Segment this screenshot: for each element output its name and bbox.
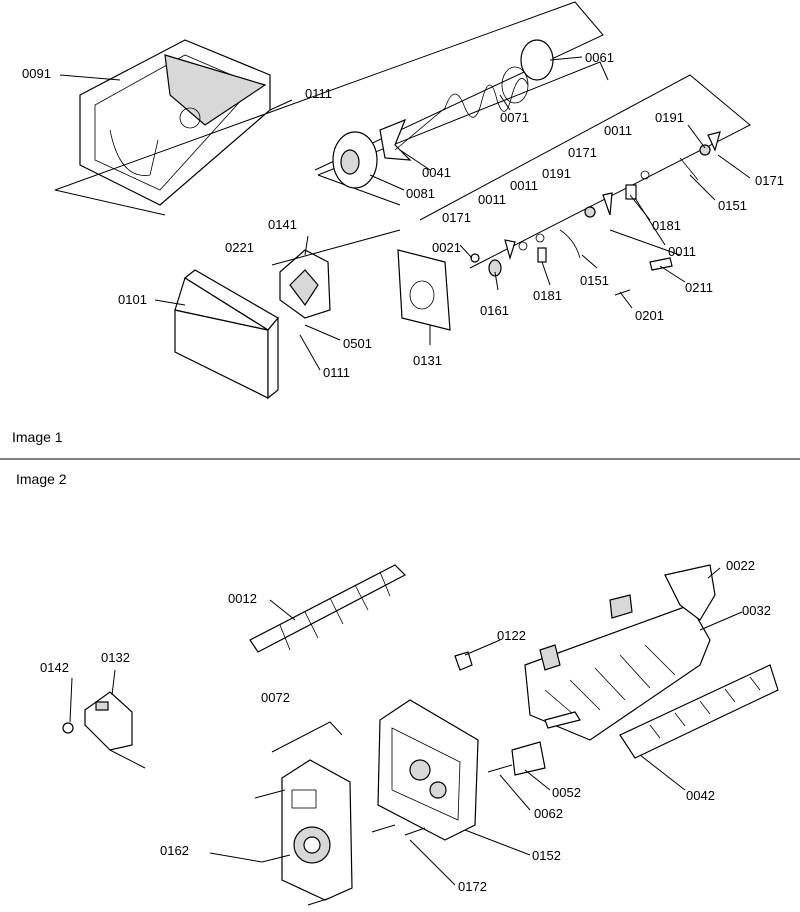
callouts-image1: 0091 0111 0061 0071 0041 0081 0191 0011 … xyxy=(22,50,784,380)
group-bracket xyxy=(271,721,343,753)
callouts-image2: 0022 0012 0032 0122 0142 0132 0072 0052 … xyxy=(40,558,771,894)
callout-0042: 0042 xyxy=(686,788,715,803)
auger-wheel xyxy=(332,118,412,189)
callout-0131: 0131 xyxy=(413,353,442,368)
assembly-plane-1 xyxy=(54,1,604,191)
callout-0221: 0221 xyxy=(225,240,254,255)
callout-0191: 0191 xyxy=(655,110,684,125)
ejector-blade xyxy=(249,564,407,653)
callout-0011: 0011 xyxy=(510,178,538,193)
callout-0172: 0172 xyxy=(458,879,487,894)
image1-drawing xyxy=(54,1,751,400)
callout-0052: 0052 xyxy=(552,785,581,800)
screws xyxy=(254,789,426,906)
callout-0101: 0101 xyxy=(118,292,147,307)
callout-0171: 0171 xyxy=(442,210,471,225)
callout-0032: 0032 xyxy=(742,603,771,618)
callout-0191: 0191 xyxy=(542,166,571,181)
callout-0081: 0081 xyxy=(406,186,435,201)
end-disc xyxy=(501,39,554,104)
callout-0181: 0181 xyxy=(652,218,681,233)
auger-spring xyxy=(394,78,529,151)
callout-0072: 0072 xyxy=(261,690,290,705)
callout-0151: 0151 xyxy=(718,198,747,213)
callout-0041: 0041 xyxy=(422,165,451,180)
callout-0012: 0012 xyxy=(228,591,257,606)
callout-0111: 0111 xyxy=(305,86,332,101)
leader-lines xyxy=(59,56,751,886)
callout-0211: 0211 xyxy=(685,280,713,295)
callout-0091: 0091 xyxy=(22,66,51,81)
callout-0132: 0132 xyxy=(101,650,130,665)
front-cover xyxy=(174,269,279,400)
assembly-plane-2 xyxy=(317,61,609,176)
small-parts-row xyxy=(470,131,721,296)
callout-0142: 0142 xyxy=(40,660,69,675)
callout-0021: 0021 xyxy=(432,240,461,255)
callout-0062: 0062 xyxy=(534,806,563,821)
image2-drawing xyxy=(62,564,779,906)
callout-0011: 0011 xyxy=(604,123,632,138)
shaft-gear xyxy=(511,741,546,776)
callout-0122: 0122 xyxy=(497,628,526,643)
callout-0022: 0022 xyxy=(726,558,755,573)
callout-0061: 0061 xyxy=(585,50,614,65)
callout-0171: 0171 xyxy=(755,173,784,188)
callout-0162: 0162 xyxy=(160,843,189,858)
callout-0111: 0111 xyxy=(323,365,350,380)
callout-0152: 0152 xyxy=(532,848,561,863)
control-housing xyxy=(377,699,479,841)
image1-caption: Image 1 xyxy=(12,429,63,445)
callout-0151: 0151 xyxy=(580,273,609,288)
callout-0071: 0071 xyxy=(500,110,529,125)
callout-0201: 0201 xyxy=(635,308,664,323)
callout-0161: 0161 xyxy=(480,303,509,318)
assembly-plane-3 xyxy=(419,74,751,269)
motor-housing xyxy=(279,249,331,319)
motor-module xyxy=(281,759,353,901)
callout-0171: 0171 xyxy=(568,145,597,160)
side-cover xyxy=(62,691,146,769)
fill-trough xyxy=(619,664,779,759)
plate xyxy=(397,249,451,331)
clip xyxy=(454,651,473,671)
top-bracket xyxy=(664,564,716,621)
callout-0011: 0011 xyxy=(478,192,506,207)
callout-0141: 0141 xyxy=(268,217,297,232)
image2-caption: Image 2 xyxy=(16,471,67,487)
callout-0011: 0011 xyxy=(668,244,696,259)
callout-0181: 0181 xyxy=(533,288,562,303)
callout-0501: 0501 xyxy=(343,336,372,351)
